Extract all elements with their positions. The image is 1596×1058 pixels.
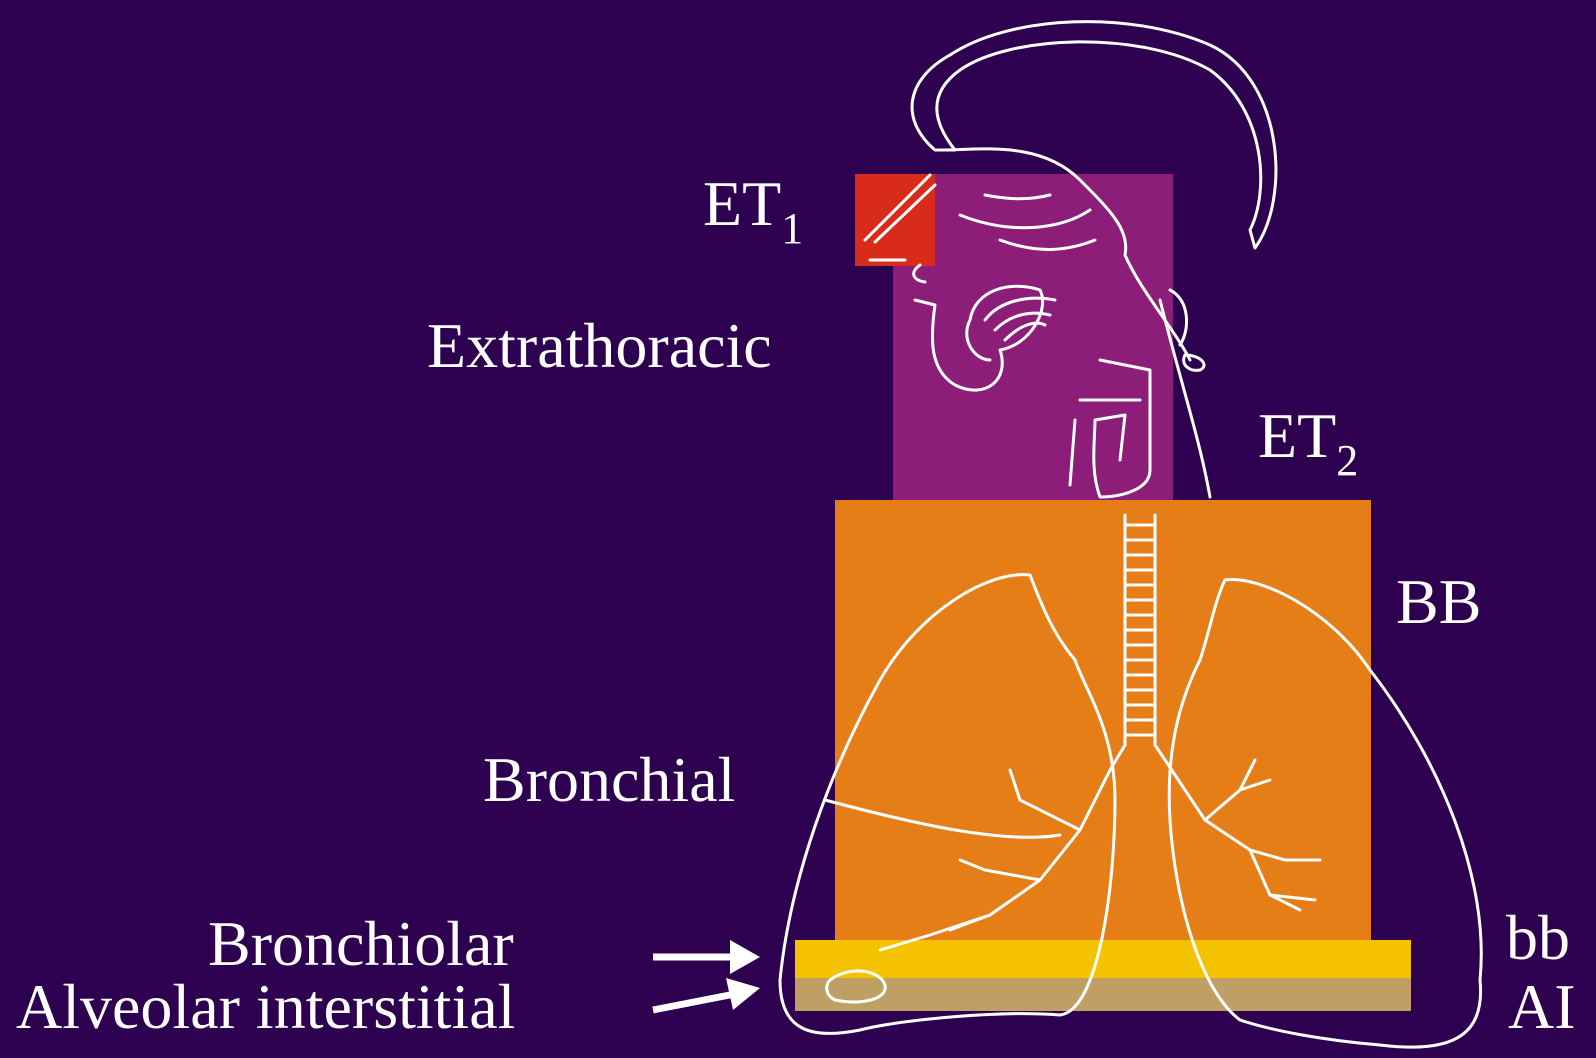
extrathoracic-label: Extrathoracic: [427, 314, 772, 378]
et1-label: ET1: [703, 172, 803, 251]
et2-text: ET: [1258, 400, 1336, 471]
et2-label: ET2: [1258, 404, 1358, 483]
ai-label: AI: [1508, 975, 1576, 1039]
et2-subscript: 2: [1336, 436, 1358, 485]
bronchiolar-arrow: [653, 940, 760, 974]
alveolar-arrow: [653, 978, 760, 1010]
alveolar-interstitial-label: Alveolar interstitial: [16, 975, 515, 1039]
et1-region: [855, 174, 935, 266]
bb-upper-label: BB: [1396, 570, 1481, 634]
et1-text: ET: [703, 168, 781, 239]
et1-subscript: 1: [781, 204, 803, 253]
bb-lower-label: bb: [1506, 906, 1570, 970]
alveolar-interstitial-region: [795, 978, 1411, 1011]
bronchiolar-label: Bronchiolar: [208, 912, 514, 976]
bronchial-label: Bronchial: [483, 748, 735, 812]
bronchial-region: [835, 500, 1371, 940]
bronchiolar-region: [795, 940, 1411, 978]
